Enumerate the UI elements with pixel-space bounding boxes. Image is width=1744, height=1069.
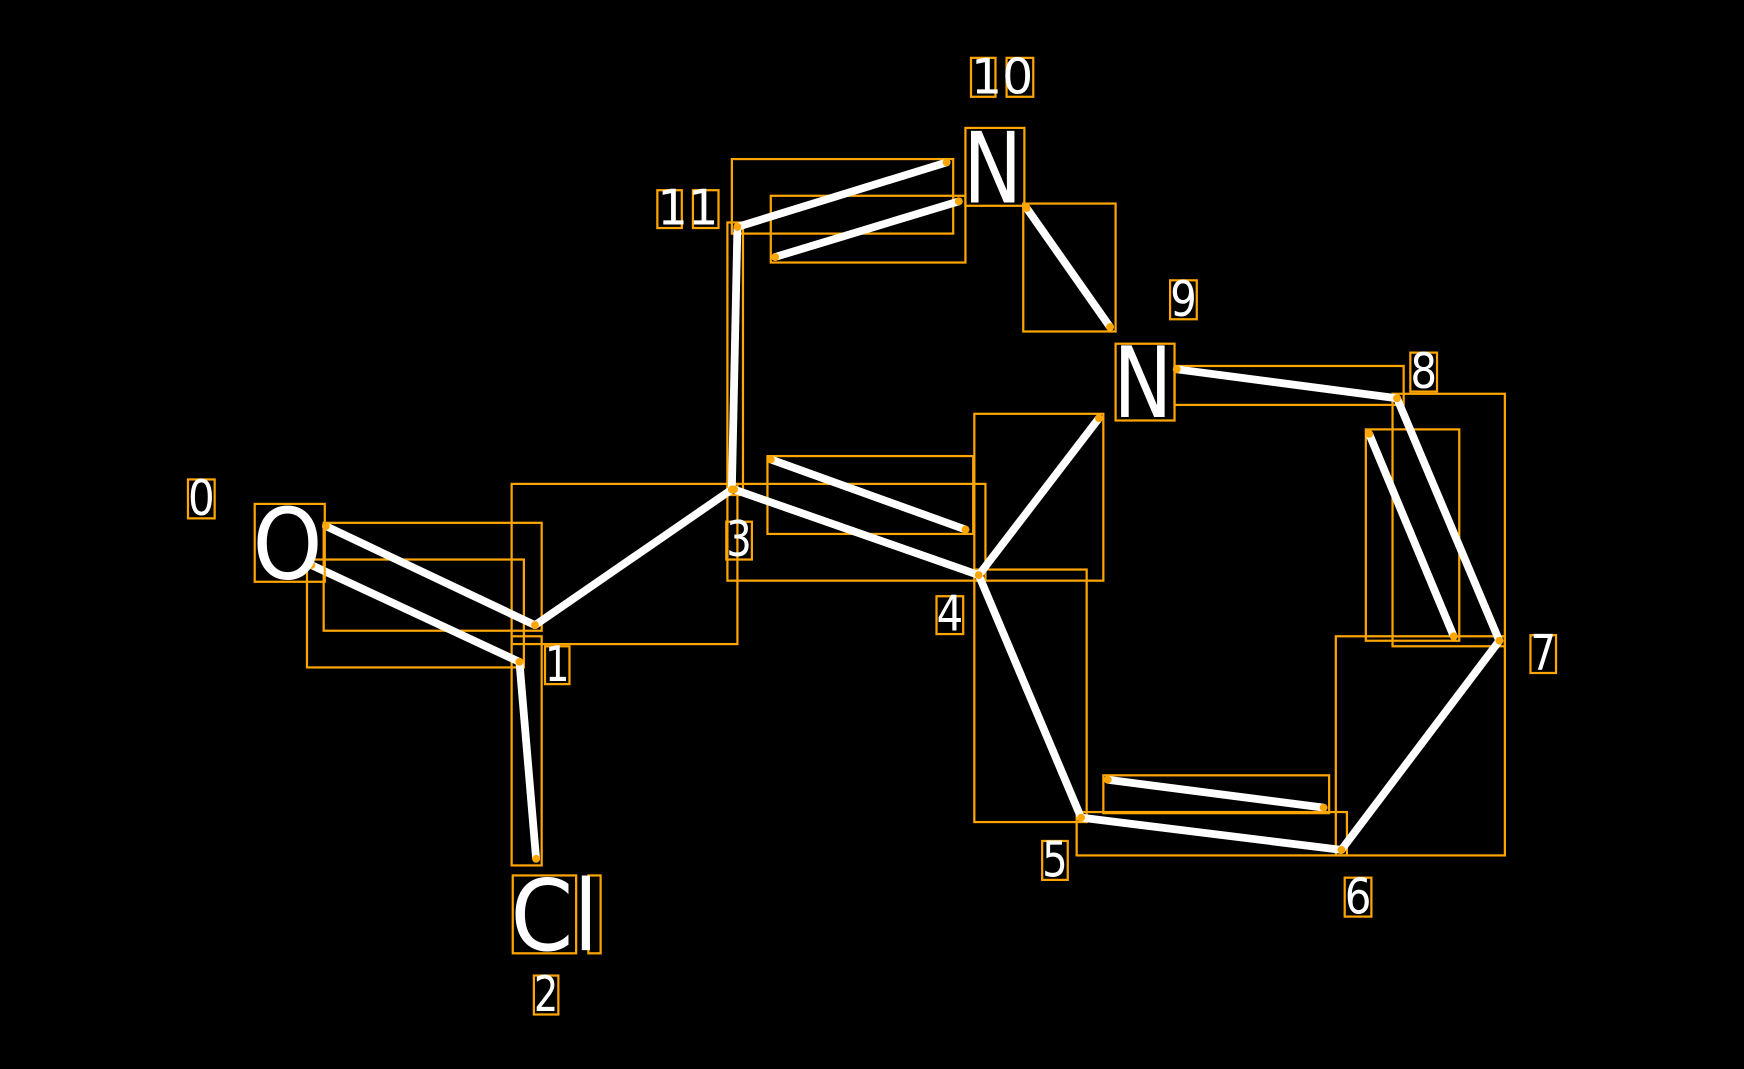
bond-bounding-box	[1102, 774, 1331, 815]
bond-endpoint	[1337, 845, 1346, 854]
bond-bounding-box	[510, 635, 543, 867]
index-bounding-box	[1168, 279, 1198, 321]
index-bounding-box	[656, 189, 683, 230]
index-labels: 0 1 2 3 4 5 6 7 8 9 10 11	[186, 48, 1558, 1023]
atom-index-label-2: 2	[534, 966, 558, 1023]
bond-line-8-7	[1393, 394, 1504, 645]
bond-line-3-4	[730, 485, 983, 579]
bond-endpoint	[1365, 429, 1374, 438]
bond-endpoint	[531, 621, 539, 630]
index-bounding-box	[1409, 351, 1439, 393]
bond-line-0-1	[307, 561, 524, 666]
bond-line-9-8	[1172, 365, 1401, 403]
atom-bounding-box	[1114, 342, 1176, 422]
atom-labels: O Cl NN	[252, 112, 1176, 974]
bond-endpoint	[961, 525, 970, 534]
index-bounding-box	[1343, 876, 1373, 918]
bond-bounding-box	[769, 194, 967, 264]
bond-line-7-6	[1337, 636, 1504, 854]
atom-bounding-box	[253, 502, 326, 583]
bond-line-4-9	[974, 414, 1103, 579]
atom-index-label-5: 5	[1042, 832, 1068, 889]
bond-bounding-box	[1022, 202, 1117, 333]
bond-endpoint	[1103, 775, 1112, 784]
bond-endpoint	[1095, 414, 1103, 423]
bond-endpoint	[307, 561, 316, 569]
bond-endpoint	[1077, 813, 1085, 822]
atom-bounding-box	[587, 874, 602, 955]
atom-index-label-8: 8	[1410, 343, 1437, 400]
bond-endpoint	[1393, 394, 1401, 403]
bond-line-1-3	[531, 485, 736, 630]
atom-index-label-0: 0	[188, 470, 215, 527]
bond-line-6-5	[1103, 775, 1328, 812]
index-bounding-box	[532, 974, 560, 1016]
index-bounding-box	[1005, 56, 1035, 98]
bond-endpoint	[1106, 323, 1114, 331]
bond-line-5-4	[974, 571, 1085, 822]
atom-bounding-box	[511, 874, 578, 955]
bond-line-11-10	[733, 158, 951, 231]
bond-endpoint	[766, 455, 775, 464]
bond-endpoint	[974, 571, 983, 579]
bond-bounding-box	[726, 221, 745, 497]
bond-line-6-5	[1077, 813, 1346, 854]
bond-line-11-10	[771, 197, 963, 261]
bond-endpoint	[942, 158, 951, 167]
bond-bounding-box	[973, 412, 1105, 582]
bond-endpoint	[1449, 632, 1458, 641]
atom-symbol-cl: Cl	[511, 860, 599, 974]
bond-bounding-box	[1334, 635, 1506, 857]
bond-endpoint	[733, 223, 742, 231]
bond-line-3-4	[766, 455, 970, 534]
index-bounding-box	[935, 595, 965, 636]
bond-bounding-box	[973, 568, 1088, 824]
bond-line-0-1	[321, 522, 539, 630]
atom-index-label-1: 1	[545, 636, 569, 693]
index-bounding-box	[725, 520, 753, 561]
atom-index-label-4: 4	[937, 586, 964, 643]
bond-endpoint	[1495, 636, 1504, 645]
bond-bounding-box	[305, 558, 525, 669]
bond-bounding-box	[1391, 392, 1506, 648]
index-bounding-box	[543, 645, 571, 686]
bond-endpoint	[515, 657, 524, 666]
bond-bounding-box	[510, 482, 739, 646]
index-bounding-box	[1529, 634, 1558, 675]
bond-endpoint	[771, 253, 780, 261]
atom-index-label-9: 9	[1170, 271, 1197, 328]
bond-line-10-9	[1022, 204, 1114, 331]
bond-endpoint	[954, 197, 963, 206]
index-bounding-box	[186, 478, 216, 520]
bond-endpoint	[1319, 803, 1328, 812]
atom-index-label-7: 7	[1530, 625, 1556, 682]
atom-index-label-6: 6	[1345, 868, 1372, 925]
atom-symbol-n: N	[963, 112, 1022, 226]
bond-endpoint	[730, 485, 738, 494]
atom-index-label-11: 11	[657, 180, 718, 237]
bond-lines	[307, 158, 1504, 863]
atom-symbol-n: N	[1113, 327, 1172, 441]
bond-endpoint	[532, 854, 540, 863]
bond-line-8-7	[1365, 429, 1458, 641]
atom-bounding-box	[964, 126, 1026, 207]
bond-line-1-2	[515, 657, 540, 863]
bond-line-3-11	[727, 223, 742, 494]
index-bounding-box	[691, 189, 720, 230]
index-bounding-box	[969, 56, 997, 98]
atom-index-label-10: 10	[971, 48, 1033, 105]
atom-symbol-o: O	[252, 488, 322, 602]
index-bounding-box	[1041, 839, 1069, 882]
atom-index-label-3: 3	[726, 511, 752, 568]
